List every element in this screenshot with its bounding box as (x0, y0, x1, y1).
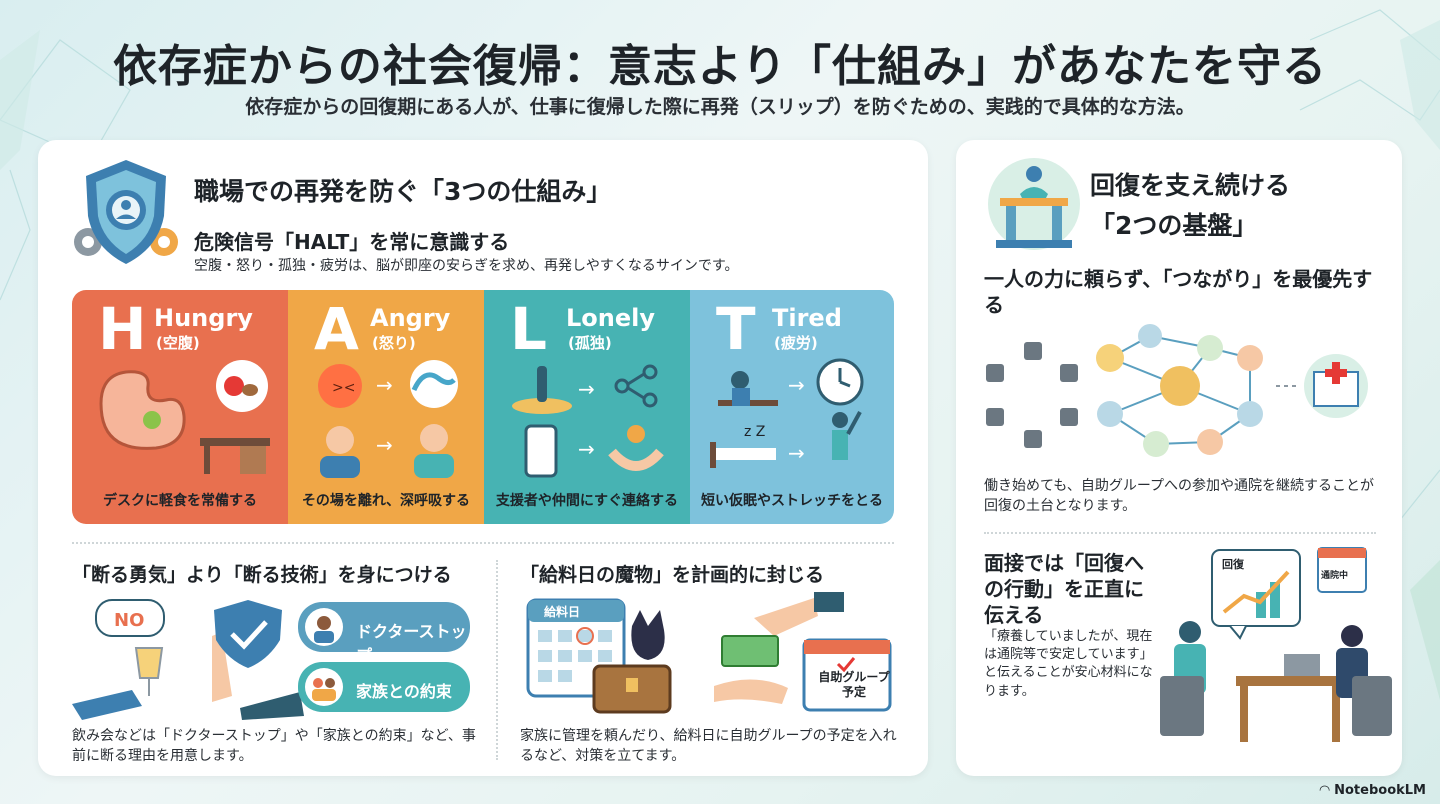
halt-heading: 危険信号「HALT」を常に意識する (194, 230, 510, 254)
svg-text:→: → (578, 437, 595, 461)
interview-description: 「療養していましたが、現在は通院等で安定しています」と伝えることが安心材料になり… (984, 629, 1153, 699)
halt-angry: A Angry (怒り) >< → → その場を離れ、深呼吸する (288, 290, 484, 524)
recovery-foundation-heading-2: 「2つの基盤」 (1090, 211, 1258, 240)
svg-text:z Z: z Z (744, 424, 765, 440)
halt-word: Hungry (154, 304, 253, 332)
svg-text:→: → (376, 373, 393, 397)
halt-word: Lonely (566, 304, 656, 332)
lonely-contact-icon: → → (512, 364, 664, 478)
halt-word: Tired (772, 304, 842, 332)
money-schedule-icon (714, 592, 892, 712)
page-title: 依存症からの社会復帰：意志より「仕組み」があなたを守る (112, 41, 1328, 92)
family-promise-pill: 家族との約束 (298, 662, 470, 712)
family-promise-label: 家族との約束 (356, 682, 452, 701)
payday-heading: 「給料日の魔物」を計画的に封じる (520, 564, 825, 586)
stomach-desk-icon (99, 360, 270, 474)
tired-rest-icon: → z Z → (710, 358, 864, 468)
brand-name: NotebookLM (1334, 783, 1426, 798)
svg-text:→: → (788, 441, 805, 465)
svg-text:→: → (578, 377, 595, 401)
halt-letter: L (510, 295, 547, 363)
connection-network-icon (986, 324, 1368, 457)
refuse-heading: 「断る勇気」より「断る技術」を身につける (72, 564, 452, 586)
shield-gear-icon (74, 160, 178, 264)
family-icon (305, 668, 343, 706)
halt-jp: (孤独) (568, 334, 612, 352)
payday-monster-icon: 給料日 (526, 598, 672, 714)
doctor-icon (305, 608, 343, 646)
self-help-schedule-label: 自助グループ予定 (818, 670, 890, 699)
svg-text:><: >< (332, 380, 355, 396)
halt-description: 空腹・怒り・孤独・疲労は、脳が即座の安らぎを求め、再発しやすくなるサインです。 (194, 258, 739, 274)
workplace-systems-card: 職場での再発を防ぐ「3つの仕組み」 危険信号「HALT」を常に意識する 空腹・怒… (38, 140, 928, 776)
refuse-description: 飲み会などは「ドクターストップ」や「家族との約束」など、事前に断る理由を用意しま… (72, 728, 476, 765)
recovery-foundation-card: 回復を支え続ける 「2つの基盤」 一人の力に頼らず、「つながり」を最優先する (956, 140, 1402, 776)
halt-letter: H (98, 295, 147, 363)
halt-caption: 支援者や仲間にすぐ連絡する (495, 493, 679, 509)
halt-tired: T Tired (疲労) → z Z → 短い仮眠やストレッチをとる (690, 290, 894, 524)
notebook-icon: ◠ (1319, 783, 1335, 798)
interview-heading: 面接では「回復への行動」を正直に伝える (984, 551, 1144, 627)
halt-lonely: L Lonely (孤独) → → 支援者や仲間にすぐ連絡する (484, 290, 690, 524)
page-subtitle: 依存症からの回復期にある人が、仕事に復帰した際に再発（スリップ）を防ぐための、実… (245, 96, 1195, 118)
halt-caption: その場を離れ、深呼吸する (301, 493, 471, 509)
connection-heading: 一人の力に頼らず、「つながり」を最優先する (984, 267, 1373, 317)
halt-jp: (空腹) (156, 334, 200, 352)
pillar-foundation-icon (988, 158, 1080, 250)
svg-text:→: → (376, 433, 393, 457)
section-divider (984, 532, 1376, 534)
halt-caption: 短い仮眠やストレッチをとる (701, 493, 883, 509)
interview-scene-icon: 回復 通院中 (1160, 547, 1392, 742)
halt-hungry: H Hungry (空腹) デスクに軽食を常備する (72, 290, 288, 524)
connection-description: 働き始めても、自助グループへの参加や通院を継続することが回復の土台となります。 (984, 478, 1375, 515)
halt-jp: (疲労) (774, 334, 818, 352)
no-label: NO (114, 610, 144, 631)
brand-logo: ◠ NotebookLM (1320, 783, 1426, 798)
halt-word: Angry (370, 304, 451, 332)
workplace-systems-heading: 職場での再発を防ぐ「3つの仕組み」 (194, 177, 612, 206)
doctor-stop-label: ドクターストップ (356, 622, 467, 665)
angry-breathing-icon: >< → → (318, 360, 458, 478)
section-divider-vertical (496, 560, 498, 760)
payday-description: 家族に管理を頼んだり、給料日に自助グループの予定を入れるなど、対策を立てます。 (520, 728, 897, 765)
doctor-stop-pill: ドクターストップ (298, 602, 470, 665)
halt-letter: A (314, 295, 359, 363)
payday-calendar-label: 給料日 (544, 604, 580, 619)
halt-caption: デスクに軽食を常備する (103, 493, 257, 509)
recovery-chart-label: 回復 (1222, 557, 1245, 571)
recovery-foundation-heading-1: 回復を支え続ける (1090, 171, 1291, 200)
halt-band: H Hungry (空腹) デスクに軽食を常備する A Angry (怒り) (72, 290, 894, 524)
svg-text:→: → (788, 373, 805, 397)
halt-jp: (怒り) (372, 334, 416, 352)
halt-letter: T (716, 295, 756, 363)
section-divider (72, 542, 894, 544)
clinic-calendar-label: 通院中 (1321, 569, 1348, 581)
refuse-drink-icon: NO (72, 599, 304, 720)
